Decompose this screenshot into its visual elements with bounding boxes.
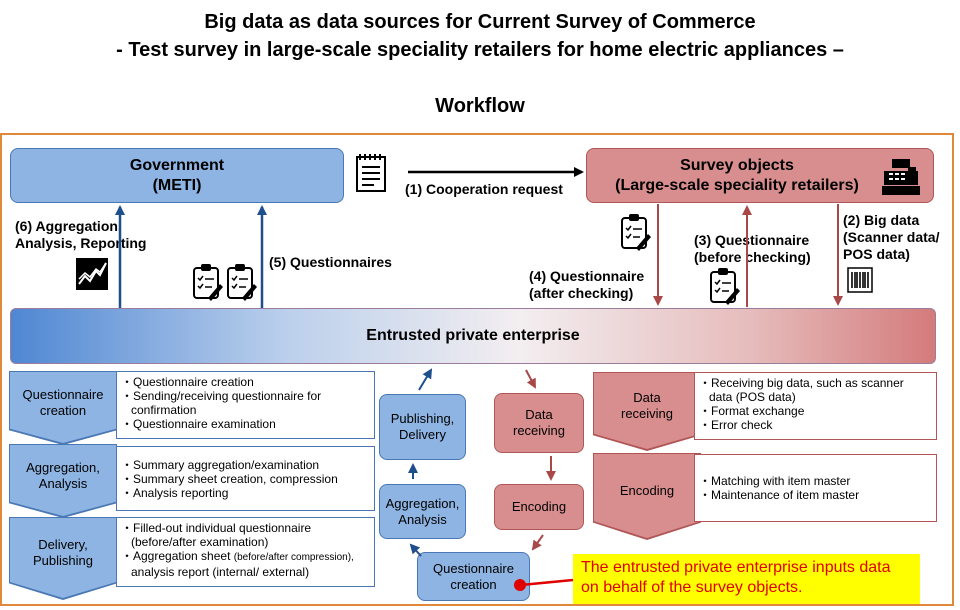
clipboard-check-icon — [621, 214, 651, 251]
step2-label: (2) Big data (Scanner data/ POS data) — [843, 212, 940, 262]
arrow-enterprise-to-receiving — [525, 369, 536, 389]
notepad-icon — [356, 154, 386, 192]
workflow-frame — [0, 133, 954, 606]
step4-label: (4) Questionnaire (after checking) — [529, 268, 645, 301]
chevron-aggregation-analysis: Aggregation,Analysis — [10, 445, 116, 516]
government-sublabel: (METI) — [152, 177, 202, 194]
chevron-encoding: Encoding — [594, 454, 700, 538]
arrow-questionnaire-to-aggregation — [409, 543, 422, 557]
encoding-box: Encoding — [494, 484, 584, 530]
workflow-subtitle: Workflow — [435, 95, 525, 117]
clipboard-check-icon — [710, 268, 740, 305]
survey-objects-box: Survey objects (Large-scale speciality r… — [586, 148, 934, 203]
note-callout: The entrusted private enterprise inputs … — [573, 554, 920, 604]
government-label: Government — [129, 157, 225, 174]
title-line-2: - Test survey in large-scale speciality … — [116, 39, 844, 61]
step1-label: (1) Cooperation request — [405, 181, 563, 197]
data-receiving-details: ・Receiving big data, such as scanner dat… — [694, 372, 937, 440]
line-chart-icon — [76, 258, 108, 290]
delivery-publishing-details: ・Filled-out individual questionnaire (be… — [116, 517, 375, 587]
survey-objects-sublabel: (Large-scale speciality retailers) — [615, 177, 859, 194]
government-box: Government (METI) — [10, 148, 344, 203]
aggregation-analysis-details: ・Summary aggregation/examination ・Summar… — [116, 446, 375, 511]
step5-label: (5) Questionnaires — [269, 254, 392, 270]
aggregation-analysis-box: Aggregation,Analysis — [379, 484, 466, 539]
arrow-publishing-to-enterprise — [418, 368, 433, 391]
step6-label: (6) Aggregation, Analysis, Reporting — [15, 218, 147, 251]
arrow-encoding-to-questionnaire — [531, 534, 544, 551]
step3-label: (3) Questionnaire (before checking) — [694, 232, 811, 265]
clipboard-check-icon — [193, 264, 223, 301]
questionnaire-creation-details: ・Questionnaire creation ・Sending/receivi… — [116, 371, 375, 439]
cash-register-icon — [882, 159, 920, 195]
publishing-delivery-box: Publishing,Delivery — [379, 394, 466, 460]
title-line-1: Big data as data sources for Current Sur… — [204, 11, 756, 33]
chevron-delivery-publishing: Delivery,Publishing — [10, 518, 116, 598]
encoding-details: ・Matching with item master ・Maintenance … — [694, 454, 937, 522]
note-connector-dot — [514, 579, 526, 591]
note-connector — [520, 578, 574, 587]
clipboard-check-icon — [227, 264, 257, 301]
enterprise-bar: Entrusted private enterprise — [10, 308, 936, 364]
barcode-icon — [847, 267, 873, 293]
survey-objects-label: Survey objects — [680, 157, 794, 174]
